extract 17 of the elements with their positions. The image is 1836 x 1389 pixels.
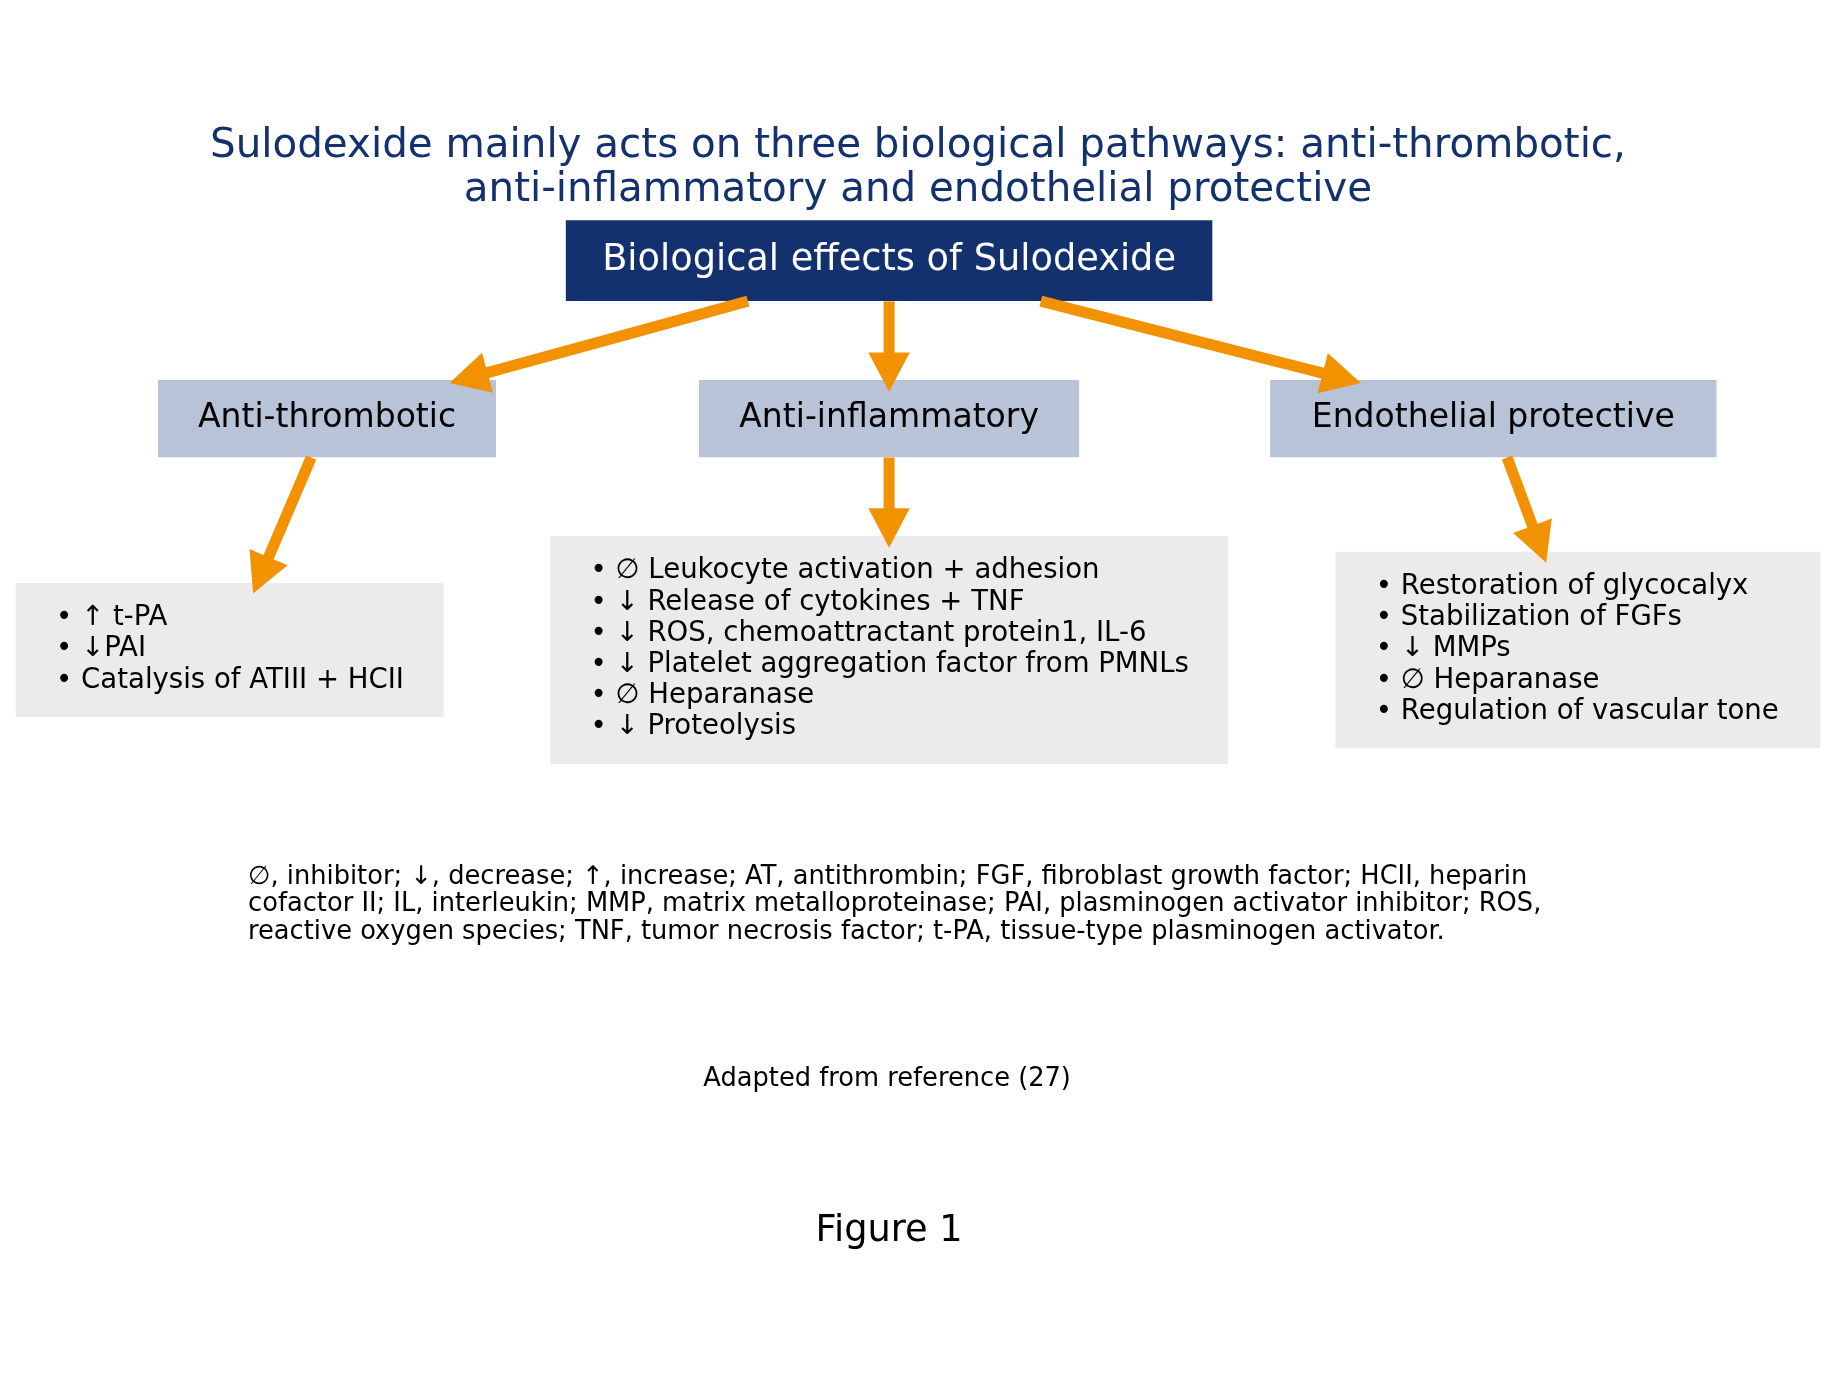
- arrow: [249, 454, 317, 593]
- node-box: Endothelial protective: [1270, 379, 1717, 457]
- label: ∅, inhibitor; ↓, decrease; ↑, increase; AT, antithrombin; FGF, fibroblast growth factor; HCII, heparin cofactor II; IL, interleukin; MMP, matrix metalloproteinase; PAI, plasminogen activator inhibitor; ROS, reactive oxygen species; TNF, tumor necrosis factor; t-PA, tissue-type plasminogen activator.: [248, 859, 1542, 945]
- label: Adapted from reference (27): [703, 1061, 1071, 1092]
- arrow: [868, 300, 910, 392]
- diagram-title: Sulodexide mainly acts on three biological pathways: anti-thrombotic, anti-inflammatory and endothelial protective: [210, 118, 1626, 211]
- arrow: [449, 295, 750, 393]
- node-box: Anti-inflammatory: [698, 379, 1080, 457]
- node-box: Anti-thrombotic: [158, 379, 496, 457]
- arrow: [1039, 295, 1361, 393]
- arrow: [1501, 455, 1552, 563]
- node-box: Biological effects of Sulodexide: [565, 219, 1213, 301]
- caption: Figure 1: [815, 1206, 963, 1250]
- node-box: • ↑ t-PA • ↓PAI • Catalysis of ATIII + HCII: [15, 582, 444, 717]
- node-box: • Restoration of glycocalyx • Stabilization of FGFs • ↓ MMPs • ∅ Heparanase • Regulation of vascular tone: [1335, 551, 1821, 748]
- node-box: • ∅ Leukocyte activation + adhesion • ↓ Release of cytokines + TNF • ↓ ROS, chemoattractant protein1, IL-6 • ↓ Platelet aggregation factor from PMNLs • ∅ Heparanase • ↓ Proteolysis: [550, 535, 1228, 764]
- arrow: [868, 457, 910, 548]
